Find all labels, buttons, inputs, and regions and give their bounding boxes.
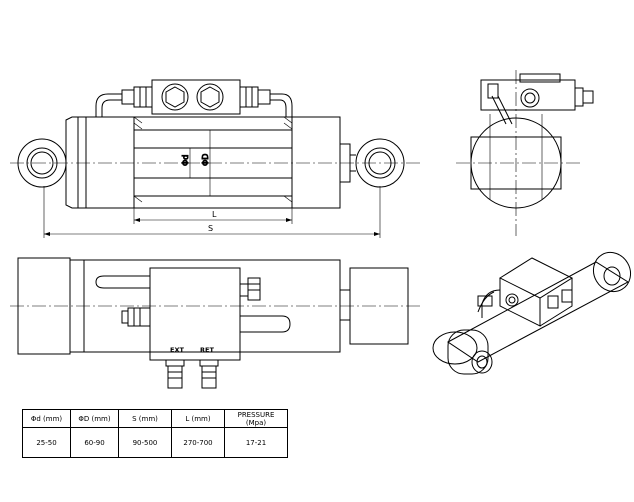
- spec-header-length: L (mm): [171, 409, 225, 428]
- port-label-ret: RET: [200, 346, 214, 354]
- spec-header-small-dia: Φd (mm): [22, 409, 71, 428]
- spec-cell-pressure: 17-21: [224, 427, 288, 458]
- technical-drawing: Φd ΦD L S: [10, 70, 632, 389]
- dim-label-small-dia: Φd: [181, 155, 190, 166]
- spec-cell-large-dia: 60-90: [70, 427, 119, 458]
- spec-header-large-dia: ΦD (mm): [70, 409, 119, 428]
- port-label-ext: EXT: [170, 346, 184, 354]
- front-section-view: [10, 79, 420, 238]
- side-view: [456, 70, 594, 236]
- dim-label-length: L: [212, 210, 217, 219]
- isometric-view: [432, 251, 632, 375]
- spec-header-pressure: PRESSURE (Mpa): [224, 409, 288, 428]
- spec-cell-small-dia: 25-50: [22, 427, 71, 458]
- spec-table-header-row: Φd (mm) ΦD (mm) S (mm) L (mm) PRESSURE (…: [22, 409, 288, 428]
- spec-table-row: 25-50 60-90 90-500 270-700 17-21: [22, 427, 288, 458]
- dim-label-stroke: S: [208, 224, 213, 233]
- plan-view: [10, 257, 420, 389]
- spec-cell-length: 270-700: [171, 427, 225, 458]
- spec-cell-stroke: 90-500: [118, 427, 172, 458]
- spec-header-stroke: S (mm): [118, 409, 172, 428]
- dim-label-large-dia: ΦD: [201, 154, 210, 166]
- spec-table: Φd (mm) ΦD (mm) S (mm) L (mm) PRESSURE (…: [22, 409, 288, 458]
